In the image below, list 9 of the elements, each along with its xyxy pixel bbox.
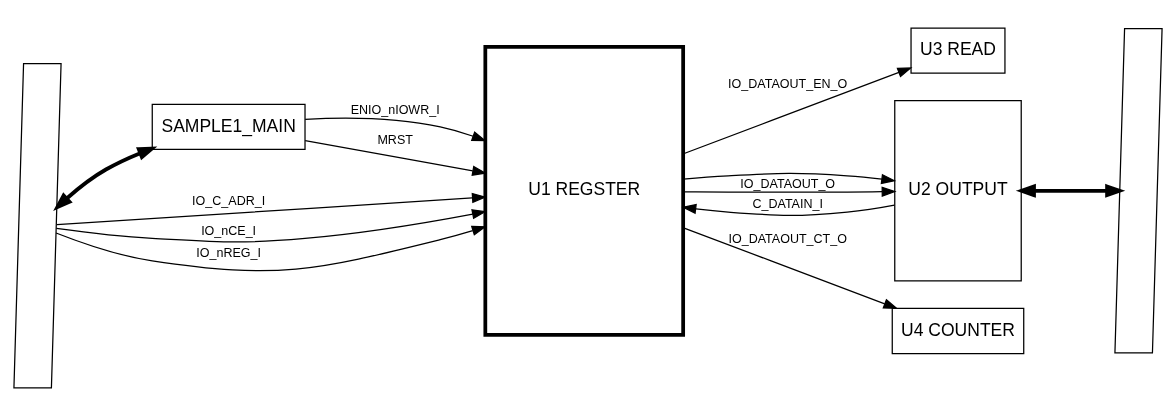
edge-label: IO_DATAOUT_CT_O (728, 232, 847, 247)
edge-label: C_DATAIN_I (752, 197, 823, 212)
edge-label: IO_C_ADR_I (192, 193, 266, 208)
edge-label: ENIO_nIOWR_I (350, 103, 440, 118)
edge-label: IO_nREG_I (196, 246, 261, 261)
edge-label: IO_nCE_I (201, 223, 257, 238)
edge-label: MRST (377, 133, 413, 148)
edge-label: IO_DATAOUT_O (740, 177, 836, 192)
edge-label: IO_DATAOUT_EN_O (728, 77, 848, 92)
